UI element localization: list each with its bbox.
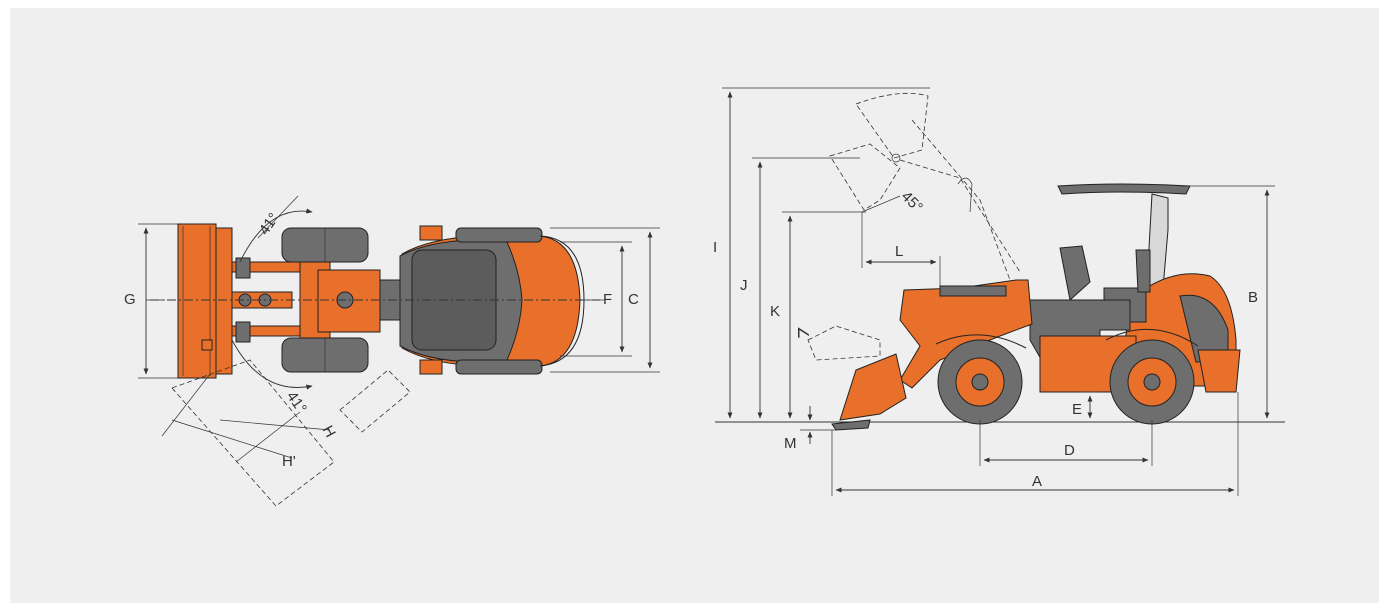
label-d: D <box>1064 442 1075 459</box>
label-f: F <box>603 291 612 308</box>
dimension-f: F <box>560 241 632 357</box>
turning-radius-ghost: H H' <box>161 359 411 507</box>
front-blade <box>177 223 233 379</box>
angle-front-label: 41° <box>256 210 283 238</box>
label-l: L <box>895 243 903 260</box>
dimension-m: M <box>784 406 836 452</box>
top-view: G <box>124 195 660 507</box>
label-b: B <box>1248 289 1258 306</box>
dimension-b: B <box>1180 185 1275 419</box>
label-h: H <box>319 423 339 441</box>
label-h-prime: H' <box>282 453 296 470</box>
dimension-e: E <box>1072 391 1100 419</box>
label-c: C <box>628 291 639 308</box>
rollback-angle-label: ∠ <box>794 326 811 339</box>
dimension-c: C <box>550 227 660 373</box>
rollback-angle: ∠ <box>794 325 881 361</box>
dimension-a: A <box>831 392 1239 496</box>
raised-bucket-ghost: 45° <box>829 92 1021 281</box>
dimension-j: J <box>740 157 860 419</box>
front-wheels <box>281 227 369 373</box>
angle-rear-label: 41° <box>283 388 310 416</box>
label-m: M <box>784 435 797 452</box>
dimension-l: L <box>861 212 941 300</box>
dump-angle-label: 45° <box>898 188 926 216</box>
label-j: J <box>740 277 748 294</box>
side-view: I J K 45° L <box>713 87 1285 496</box>
label-e: E <box>1072 401 1082 418</box>
label-g: G <box>124 291 136 308</box>
label-i: I <box>713 239 717 256</box>
dimension-g: G <box>124 223 178 379</box>
dimension-k: K <box>770 211 866 419</box>
label-k: K <box>770 303 780 320</box>
label-a: A <box>1032 473 1042 490</box>
dimension-d: D <box>979 420 1153 466</box>
wheel-loader-side <box>831 183 1241 431</box>
cab-body <box>399 225 585 375</box>
dimension-i: I <box>713 87 930 419</box>
